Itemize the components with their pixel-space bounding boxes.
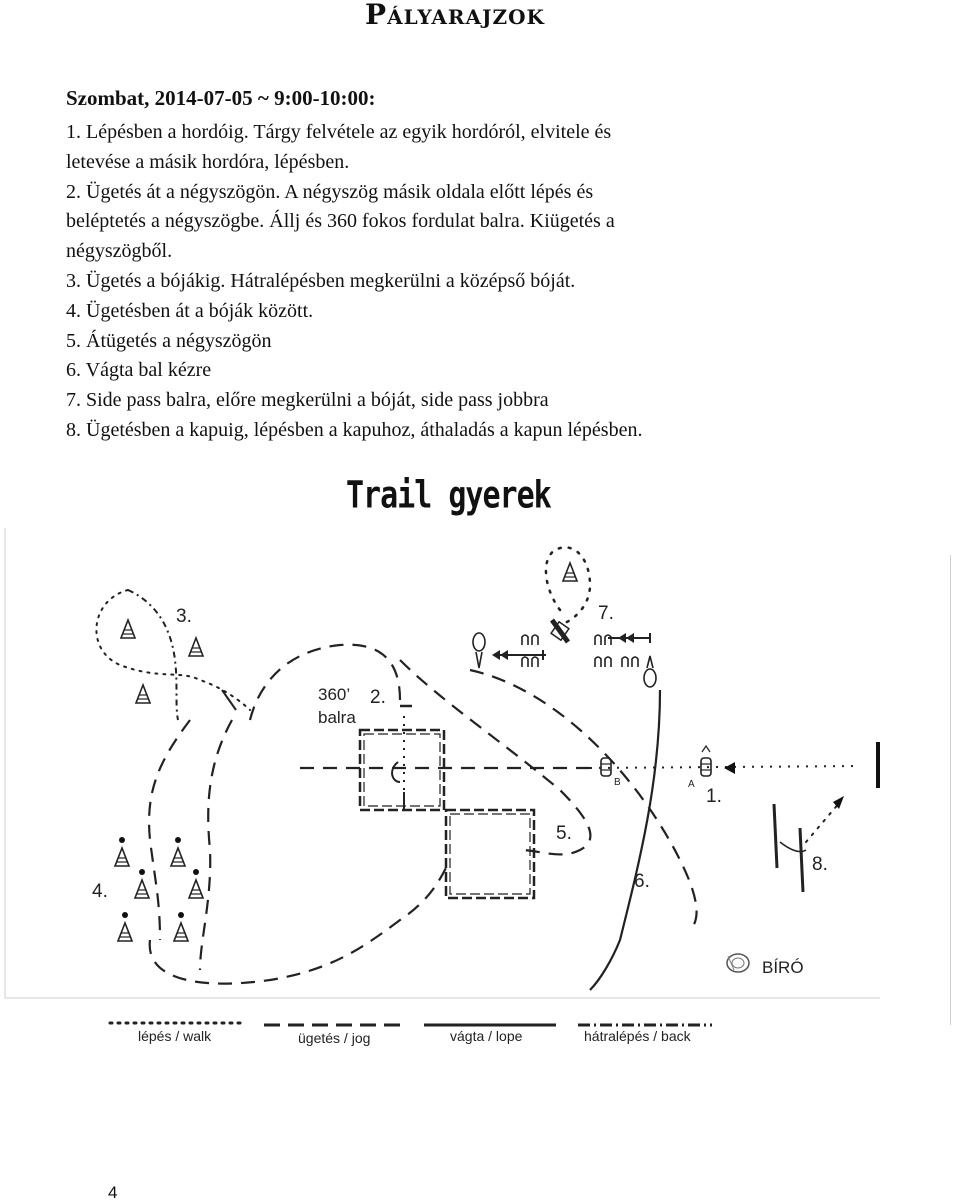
instruction-line: letevése a másik hordóra, lépésben. xyxy=(66,150,350,173)
cone-icon xyxy=(173,911,189,942)
cone-icon xyxy=(117,911,133,942)
cone-icon xyxy=(188,637,204,657)
cone-icon xyxy=(135,684,151,704)
instruction-line: 5. Átügetés a négyszögön xyxy=(66,329,272,352)
session-heading: Szombat, 2014-07-05 ~ 9:00-10:00: xyxy=(66,86,376,110)
cone-icon xyxy=(120,619,136,639)
cone-icon xyxy=(188,868,204,899)
label-a: A xyxy=(688,779,695,790)
label-4: 4. xyxy=(92,881,108,902)
instruction-line: 3. Ügetés a bójákig. Hátralépésben megke… xyxy=(66,269,576,292)
diagram-title: Trail gyerek xyxy=(346,473,552,518)
hoof-icon xyxy=(594,634,612,646)
hoof-icon xyxy=(521,656,539,668)
label-8: 8. xyxy=(812,854,828,875)
legend-jog: ügetés / jog xyxy=(298,1030,371,1046)
label-judge: BÍRÓ xyxy=(762,958,804,977)
label-b: B xyxy=(614,777,621,788)
page-number: 4 xyxy=(108,1183,118,1202)
label-1: 1. xyxy=(706,786,722,807)
instruction-line: 2. Ügetés át a négyszögön. A négyszög má… xyxy=(66,180,594,203)
instruction-line: 7. Side pass balra, előre megkerülni a b… xyxy=(66,389,549,412)
label-5: 5. xyxy=(556,823,572,844)
instruction-line: négyszögből. xyxy=(66,240,173,263)
label-6: 6. xyxy=(634,871,650,892)
legend-lope: vágta / lope xyxy=(450,1028,523,1044)
cone-icon xyxy=(134,868,150,899)
instruction-line: 1. Lépésben a hordóig. Tárgy felvétele a… xyxy=(66,121,612,143)
hoof-icon xyxy=(621,656,639,668)
instruction-line: 8. Ügetésben a kapuig, lépésben a kapuho… xyxy=(66,418,643,441)
cone-icon xyxy=(114,836,130,867)
label-2: 2. xyxy=(370,687,386,708)
label-balra: balra xyxy=(318,708,356,727)
hoof-icon xyxy=(594,656,612,668)
barrel-icon xyxy=(700,757,712,777)
legend-back: hátralépés / back xyxy=(584,1028,691,1044)
instruction-list: 1. Lépésben a hordóig. Tárgy felvétele a… xyxy=(66,118,866,446)
page-title: Pályarajzok xyxy=(365,0,545,31)
label-3: 3. xyxy=(176,606,192,627)
judge-icon xyxy=(726,953,750,973)
instruction-line: beléptetés a négyszögbe. Állj és 360 fok… xyxy=(66,210,615,233)
instruction-line: 6. Vágta bal kézre xyxy=(66,359,212,382)
legend-walk: lépés / walk xyxy=(138,1028,212,1044)
course-diagram: 3. 7. 360’ balra 2. B A 1. 5. 4. 6. 8. B… xyxy=(4,528,880,1027)
label-7: 7. xyxy=(598,603,614,624)
cone-icon xyxy=(562,562,578,582)
cone-icon xyxy=(170,836,186,867)
hoof-icon xyxy=(521,634,539,646)
label-360: 360’ xyxy=(318,685,350,704)
instruction-line: 4. Ügetésben át a bóják között. xyxy=(66,299,314,322)
frame-edge xyxy=(950,555,960,1025)
